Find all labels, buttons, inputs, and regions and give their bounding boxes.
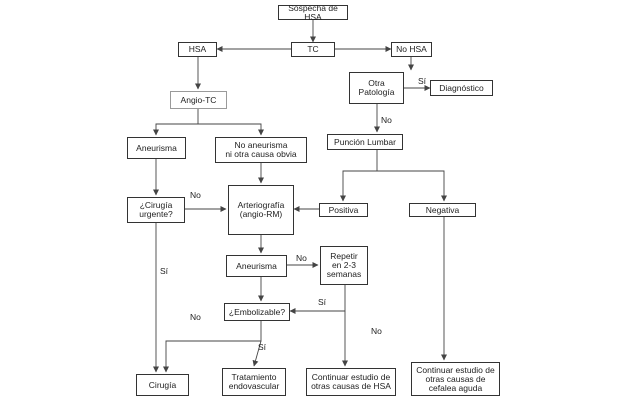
node-repetir: Repetir en 2-3 semanas xyxy=(320,246,368,285)
node-otra-patologia: Otra Patología xyxy=(349,72,404,104)
node-aneurisma-1: Aneurisma xyxy=(127,137,186,159)
node-embolizable: ¿Embolizable? xyxy=(224,303,290,321)
node-puncion-lumbar: Punción Lumbar xyxy=(327,134,403,150)
node-no-hsa: No HSA xyxy=(391,42,432,57)
label-no-embolizable: No xyxy=(190,312,201,322)
label-si-repetir: Sí xyxy=(318,297,327,307)
node-continuar-hsa: Continuar estudio de otras causas de HSA xyxy=(306,368,396,396)
label-no-otra-patologia: No xyxy=(381,115,392,125)
node-tc: TC xyxy=(291,42,335,57)
node-arteriografia: Arteriografía (angio-RM) xyxy=(228,185,294,235)
edge-angiotc-aneurisma xyxy=(153,109,199,136)
edge-puncion-negativa xyxy=(377,170,447,202)
node-tratamiento-endovascular: Tratamiento endovascular xyxy=(222,368,286,396)
label-no-aneurisma-2: No xyxy=(296,253,307,263)
node-cirugia-urgente: ¿Cirugía urgente? xyxy=(127,197,185,223)
edge-puncion-positiva xyxy=(340,150,378,202)
label-no-cirugia-urgente: No xyxy=(190,190,201,200)
label-no-repetir: No xyxy=(371,326,382,336)
node-positiva: Positiva xyxy=(319,203,368,217)
node-angio-tc: Angio-TC xyxy=(170,91,227,109)
node-diagnostico: Diagnóstico xyxy=(430,80,493,96)
node-negativa: Negativa xyxy=(409,203,476,217)
node-hsa: HSA xyxy=(178,42,217,57)
node-cirugia: Cirugía xyxy=(136,374,189,396)
label-si-embolizable: Sí xyxy=(258,342,267,352)
node-sospecha-hsa: Sospecha de HSA xyxy=(278,3,348,21)
node-continuar-cefalea: Continuar estudio de otras causas de cef… xyxy=(411,362,500,396)
edge-embolizable-cirugia xyxy=(163,321,262,373)
node-aneurisma-2: Aneurisma xyxy=(226,255,287,277)
label-si-otra-patologia: Sí xyxy=(418,76,427,86)
label-si-cirugia-urgente: Sí xyxy=(160,266,169,276)
node-no-aneurisma: No aneurisma ni otra causa obvia xyxy=(215,137,307,163)
edge-angiotc-noaneurisma xyxy=(198,123,264,136)
edge-embolizable-tratamiento xyxy=(252,340,262,367)
